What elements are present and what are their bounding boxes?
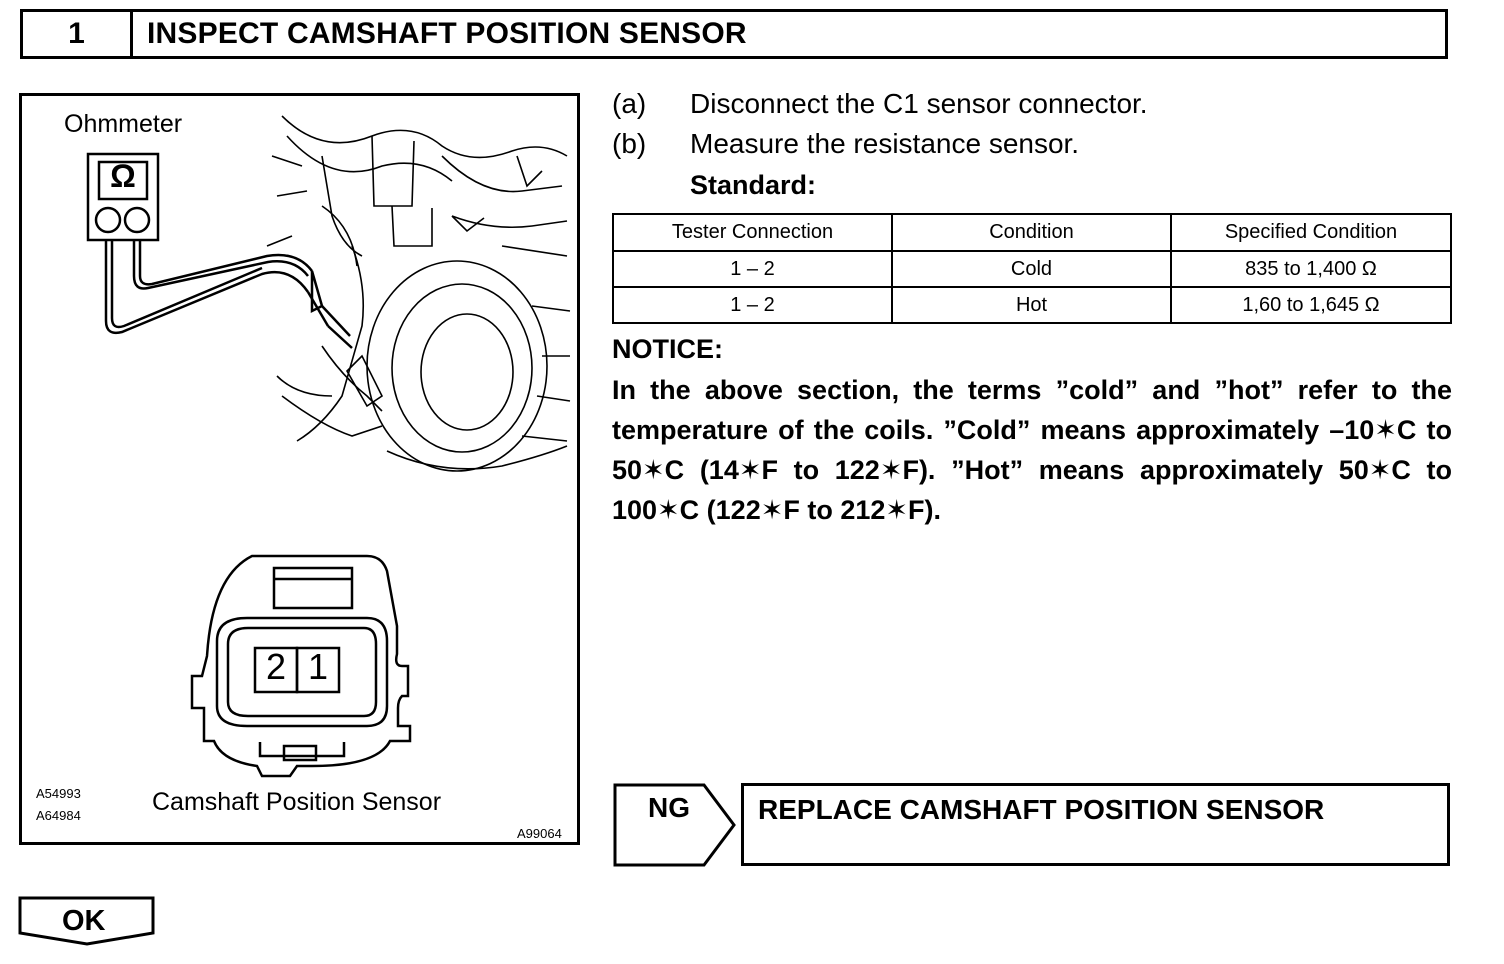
step-a-text: Disconnect the C1 sensor connector. (690, 88, 1148, 119)
table-header-row: Tester Connection Condition Specified Co… (612, 213, 1452, 252)
section-title: INSPECT CAMSHAFT POSITION SENSOR (147, 17, 747, 50)
pin-1-label: 1 (307, 646, 329, 687)
ref-code: A99064 (517, 826, 562, 841)
table-cell: 1,60 to 1,645 Ω (1170, 286, 1452, 324)
table-header-cell: Condition (891, 213, 1172, 252)
illustration-drawing (86, 115, 571, 778)
step-b-text: Measure the resistance sensor. (690, 128, 1080, 159)
ok-arrow-icon (18, 896, 155, 946)
pin-2-label: 2 (265, 646, 287, 687)
ref-code: A54993 (36, 786, 81, 801)
ohmmeter-label: Ohmmeter (64, 110, 183, 138)
spec-table: Tester Connection Condition Specified Co… (612, 213, 1452, 324)
notice-body: In the above section, the terms ”cold” a… (612, 375, 1452, 525)
table-header-cell: Specified Condition (1170, 213, 1452, 252)
table-cell: Cold (891, 250, 1172, 288)
step-number: 1 (23, 12, 133, 56)
ng-arrow-icon (613, 783, 736, 867)
ng-label: NG (648, 792, 690, 823)
ohmmeter-icon (86, 152, 160, 242)
sensor-caption: Camshaft Position Sensor (152, 788, 442, 816)
ref-code: A64984 (36, 808, 81, 823)
step-a-letter: (a) (612, 88, 647, 119)
table-header-cell: Tester Connection (612, 213, 893, 252)
step-b-letter: (b) (612, 128, 647, 159)
notice-heading: NOTICE: (612, 334, 723, 364)
table-cell: 1 – 2 (612, 250, 893, 288)
ng-action-text: REPLACE CAMSHAFT POSITION SENSOR (758, 794, 1325, 825)
engine-sketch (266, 115, 571, 472)
ok-label: OK (62, 905, 106, 937)
table-cell: 835 to 1,400 Ω (1170, 250, 1452, 288)
table-row: 1 – 2 Cold 835 to 1,400 Ω (612, 250, 1452, 288)
connector-icon (190, 554, 412, 778)
sensor-illustration: Ohmmeter Ω 2 1 Camshaft Position Sensor … (19, 93, 580, 845)
standard-label: Standard: (690, 170, 817, 200)
ohm-symbol: Ω (110, 158, 136, 194)
section-header: 1 INSPECT CAMSHAFT POSITION SENSOR (20, 9, 1448, 59)
table-row: 1 – 2 Hot 1,60 to 1,645 Ω (612, 286, 1452, 324)
table-cell: 1 – 2 (612, 286, 893, 324)
ng-action-box: REPLACE CAMSHAFT POSITION SENSOR (741, 783, 1450, 866)
table-cell: Hot (891, 286, 1172, 324)
probe-leads (104, 240, 353, 349)
